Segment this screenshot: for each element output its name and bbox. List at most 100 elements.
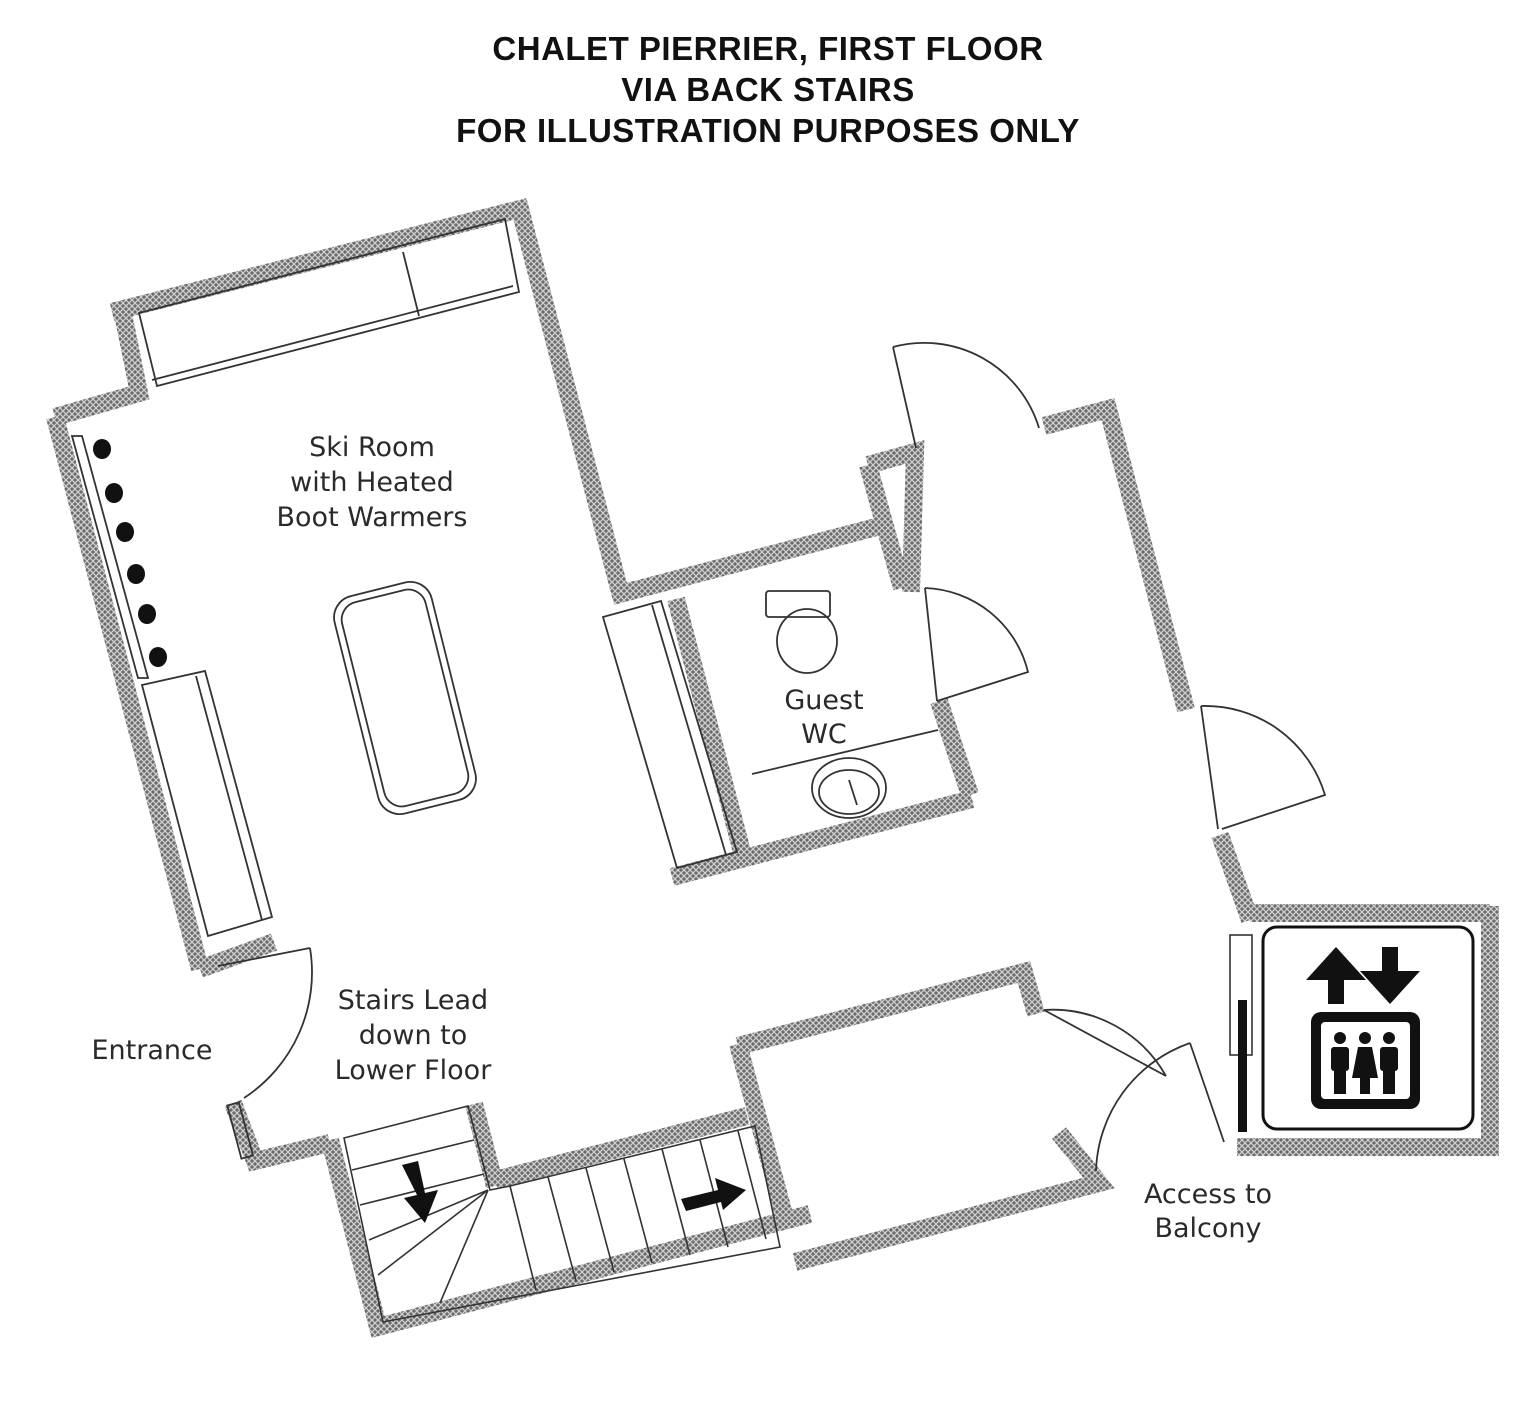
boot-warmer-3	[116, 522, 134, 542]
vanity-counter	[751, 729, 939, 775]
wall-ski-room-top-main	[109, 198, 630, 599]
toilet-cistern	[765, 590, 831, 618]
plan-title: CHALET PIERRIER, FIRST FLOOR VIA BACK ST…	[0, 28, 1536, 151]
center-table-inner	[340, 588, 470, 808]
ski-bench-edge	[195, 675, 263, 921]
door-store-leaf	[1043, 1009, 1167, 1077]
wall-wc-bottom	[669, 790, 975, 886]
person-right-body	[1380, 1047, 1398, 1071]
wc-cupboard-edge	[651, 604, 727, 856]
arrow-right-icon	[681, 1178, 746, 1211]
stair-tread-4	[547, 1176, 577, 1282]
lift-shaft	[1229, 925, 1475, 1132]
door-wc-leaf	[924, 587, 938, 702]
lift-door-panel	[1238, 1000, 1247, 1132]
person-middle-legs	[1360, 1077, 1370, 1094]
wall-hall-right-upper	[1041, 397, 1195, 713]
toilet-bowl	[776, 608, 838, 674]
boot-warmer-1	[93, 439, 111, 459]
label-ski-room-2: with Heated	[290, 467, 454, 498]
stair-well	[343, 1105, 781, 1323]
boot-rack	[70, 435, 150, 679]
boot-warmer-5	[138, 604, 156, 624]
wall-stairs-top	[492, 1107, 750, 1189]
door-wc-arc	[924, 587, 1030, 702]
top-cupboard	[137, 217, 521, 388]
label-balcony-2: Balcony	[1154, 1213, 1261, 1244]
label-stairs-3: Lower Floor	[335, 1055, 493, 1086]
wall-ski-wc-link	[609, 516, 887, 605]
wc-fixtures	[601, 590, 939, 870]
label-guest-wc-1: Guest	[784, 685, 863, 716]
wall-entrance-upper	[224, 1099, 333, 1172]
label-ski-room-3: Boot Warmers	[277, 502, 468, 533]
wall-store-right	[792, 1127, 1115, 1271]
stair-winder-2	[377, 1189, 489, 1276]
title-line-3: FOR ILLUSTRATION PURPOSES ONLY	[456, 112, 1080, 149]
wall-wc-top	[859, 462, 911, 591]
wall-ski-room-left	[46, 414, 209, 972]
top-cupboard-front	[151, 285, 514, 381]
boot-warmer-4	[127, 564, 145, 584]
ski-room-fixtures	[70, 217, 521, 938]
walls	[46, 198, 1499, 1338]
center-table	[333, 580, 477, 816]
basin-inner	[818, 769, 880, 815]
door-balcony-arc	[1095, 1042, 1191, 1172]
boot-warmer-6	[149, 647, 167, 667]
stair-tread-3	[509, 1185, 537, 1291]
wc-cupboard	[601, 599, 739, 870]
lift-sign-border	[1261, 925, 1475, 1131]
boot-warmer-2	[105, 483, 123, 503]
door-top-hall-leaf	[892, 346, 917, 449]
door-hall-right-leaf	[1200, 705, 1219, 830]
wall-entrance-lower	[196, 933, 278, 978]
wall-ski-room-top	[52, 302, 150, 426]
lift-down-arrow-icon	[1360, 947, 1420, 1004]
wall-store-left	[729, 1041, 795, 1225]
label-guest-wc-2: WC	[801, 719, 847, 750]
label-ski-room-1: Ski Room	[309, 432, 435, 463]
doors	[217, 342, 1327, 1172]
door-entrance-frame	[226, 1101, 255, 1160]
stair-winder-3	[439, 1189, 489, 1304]
basin-tap	[848, 779, 858, 806]
person-right-head	[1383, 1032, 1395, 1044]
person-middle-head	[1359, 1032, 1371, 1044]
wall-hall-right-lower	[1211, 832, 1259, 923]
person-left-head	[1334, 1032, 1346, 1044]
lift-up-arrow-icon	[1306, 947, 1366, 1004]
wall-stairs-left	[321, 1137, 813, 1338]
person-left-legs	[1334, 1070, 1346, 1094]
person-left-body	[1331, 1047, 1349, 1071]
stair-tread-5	[585, 1167, 615, 1273]
basin	[811, 757, 887, 819]
top-cupboard-divider	[402, 251, 420, 317]
stair-arrows	[402, 1161, 746, 1223]
wall-store-top	[735, 961, 1045, 1055]
label-balcony-1: Access to	[1144, 1179, 1272, 1210]
stair-winder-1	[368, 1189, 489, 1241]
wall-stairs-divider	[465, 1101, 504, 1189]
title-line-2: VIA BACK STAIRS	[621, 71, 915, 108]
stair-tread-9	[737, 1130, 767, 1240]
label-stairs-1: Stairs Lead	[338, 985, 488, 1016]
door-entrance-arc	[243, 947, 313, 1099]
door-entrance-leaf	[217, 947, 311, 967]
lift-icon	[1306, 947, 1420, 1109]
room-labels: Ski Room with Heated Boot Warmers Guest …	[92, 432, 1273, 1244]
door-hall-right-arc	[1200, 705, 1327, 830]
boot-warmers	[93, 439, 167, 667]
stair-tread-1	[351, 1139, 475, 1171]
person-right-legs	[1383, 1070, 1395, 1094]
person-middle-dress	[1352, 1047, 1378, 1078]
ski-bench	[140, 669, 274, 938]
door-top-hall-arc	[892, 342, 1040, 429]
wall-wc-right-top	[865, 440, 925, 593]
door-balcony-leaf	[1189, 1042, 1225, 1143]
wall-wc-left	[667, 596, 751, 855]
stair-tread-7	[661, 1148, 691, 1256]
arrow-down-icon	[402, 1161, 438, 1223]
